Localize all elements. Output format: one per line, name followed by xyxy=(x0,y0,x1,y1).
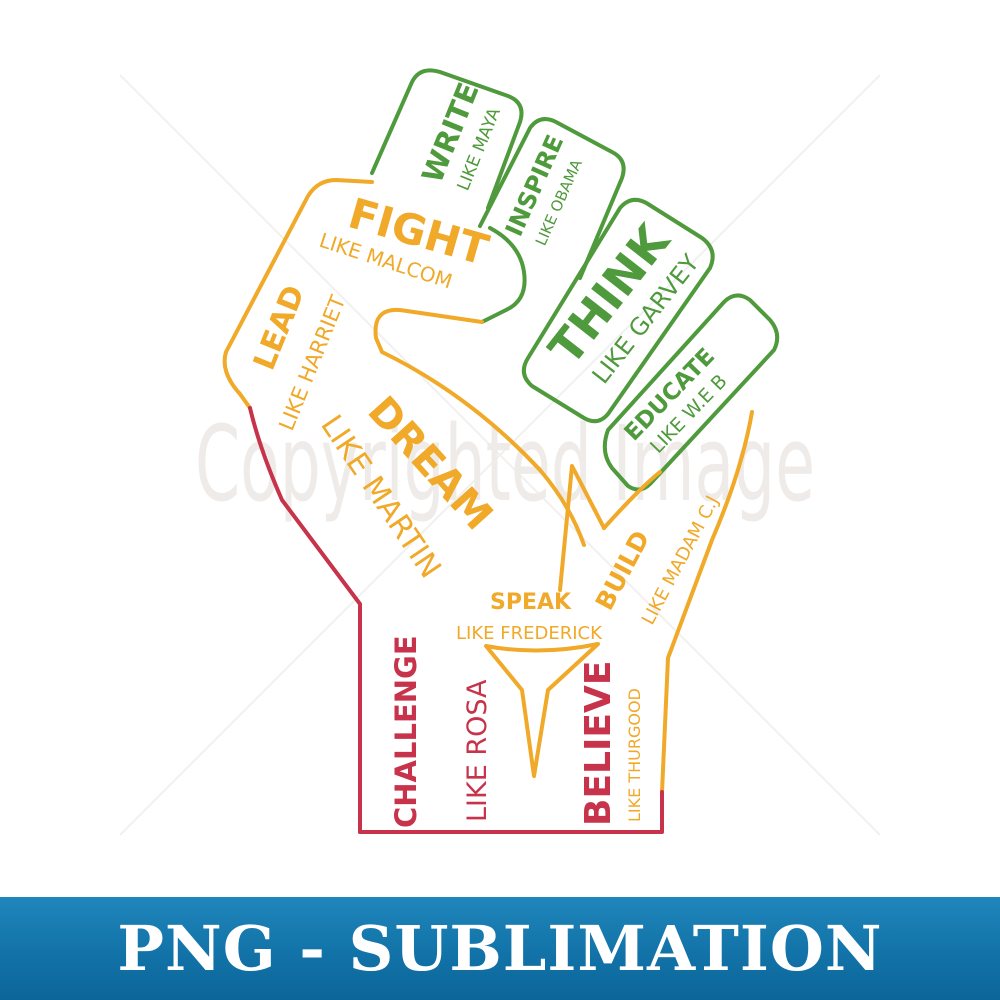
word-believe: BELIEVE xyxy=(578,661,619,826)
watermark-text: Copyrighted Image xyxy=(195,403,815,525)
word-believe-like: LIKE THURGOOD xyxy=(625,688,644,822)
fist-artwork: Copyrighted Image WRITE LIKE MAYA INSPIR… xyxy=(119,68,881,836)
finger-educate-outline xyxy=(602,293,780,492)
hand-left-outline xyxy=(248,406,362,834)
word-speak: SPEAK xyxy=(490,590,572,615)
knuckle-line xyxy=(602,470,662,530)
finger-inspire-outline xyxy=(478,117,626,280)
banner-label: PNG - SUBLIMATION xyxy=(117,911,883,985)
thumb-outline xyxy=(373,307,586,547)
word-challenge-like: LIKE ROSA xyxy=(462,679,493,822)
wrist-right-outline xyxy=(358,790,664,834)
thumb-top-outline xyxy=(480,226,527,324)
hand-right-outline xyxy=(660,410,754,794)
palm-left-outline xyxy=(222,178,374,410)
finger-write-outline xyxy=(370,68,524,210)
word-speak-like: LIKE FREDERICK xyxy=(456,623,603,644)
palm-center-outline xyxy=(558,464,606,592)
banner: PNG - SUBLIMATION xyxy=(0,897,1000,1000)
wrist-crease xyxy=(484,642,600,778)
finger-think-outline xyxy=(521,197,715,424)
watermark: Copyrighted Image xyxy=(119,74,881,836)
word-challenge: CHALLENGE xyxy=(389,635,423,828)
